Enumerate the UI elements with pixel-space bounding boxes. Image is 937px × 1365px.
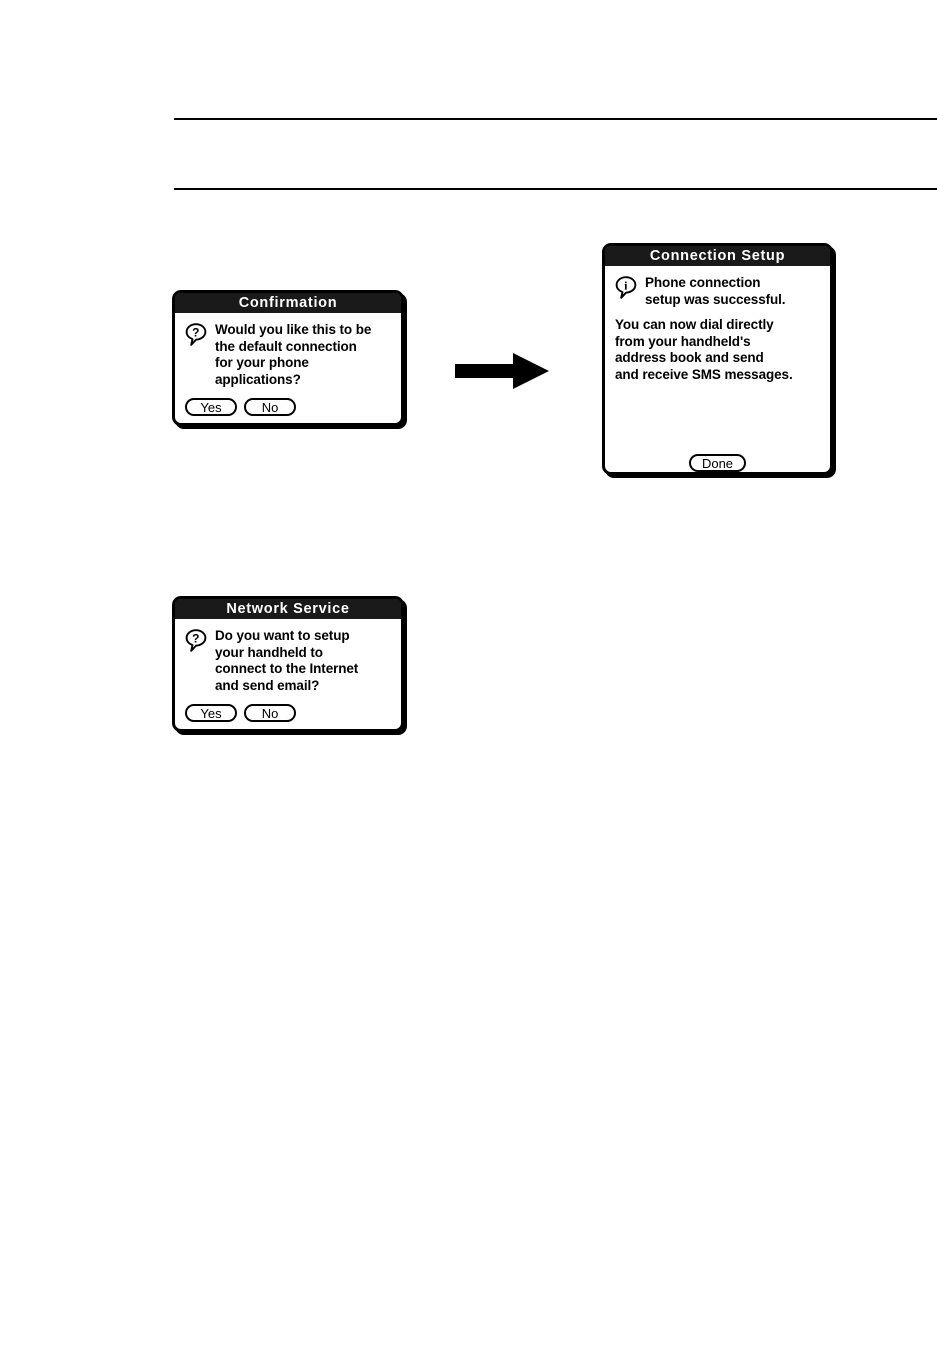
confirmation-message-row: ? Would you like this to be the default … (185, 322, 391, 388)
network-service-dialog-body: ? Do you want to setup your handheld to … (175, 619, 401, 729)
question-bubble-icon: ? (185, 629, 207, 653)
info-bubble-icon: i (615, 276, 637, 300)
confirmation-dialog-body: ? Would you like this to be the default … (175, 313, 401, 423)
network-service-dialog-title: Network Service (175, 599, 401, 619)
top-horizontal-rule (174, 118, 937, 120)
confirmation-dialog: Confirmation ? Would you like this to be… (172, 290, 404, 426)
right-arrow-icon (455, 352, 549, 390)
connection-setup-secondary-text: You can now dial directly from your hand… (615, 317, 793, 382)
confirmation-message-text: Would you like this to be the default co… (215, 322, 372, 387)
no-button[interactable]: No (244, 398, 296, 416)
confirmation-button-row: Yes No (185, 398, 391, 423)
network-service-message-row: ? Do you want to setup your handheld to … (185, 628, 391, 694)
network-service-dialog: Network Service ? Do you want to setup y… (172, 596, 404, 732)
svg-text:i: i (624, 278, 628, 292)
connection-setup-dialog-body: i Phone connection setup was successful.… (605, 266, 830, 481)
network-service-message-text: Do you want to setup your handheld to co… (215, 628, 359, 693)
svg-text:?: ? (192, 631, 199, 645)
yes-button[interactable]: Yes (185, 398, 237, 416)
no-button[interactable]: No (244, 704, 296, 722)
done-button[interactable]: Done (688, 454, 747, 472)
connection-setup-dialog: Connection Setup i Phone connection setu… (602, 243, 833, 475)
network-service-button-row: Yes No (185, 704, 391, 729)
connection-setup-dialog-title: Connection Setup (605, 246, 830, 266)
bottom-horizontal-rule (174, 188, 937, 190)
confirmation-dialog-title: Confirmation (175, 293, 401, 313)
connection-setup-button-row: Done (615, 454, 820, 481)
question-bubble-icon: ? (185, 323, 207, 347)
connection-setup-message-text: Phone connection setup was successful. (645, 275, 786, 307)
svg-text:?: ? (192, 325, 199, 339)
connection-setup-message-row: i Phone connection setup was successful. (615, 275, 820, 308)
yes-button[interactable]: Yes (185, 704, 237, 722)
